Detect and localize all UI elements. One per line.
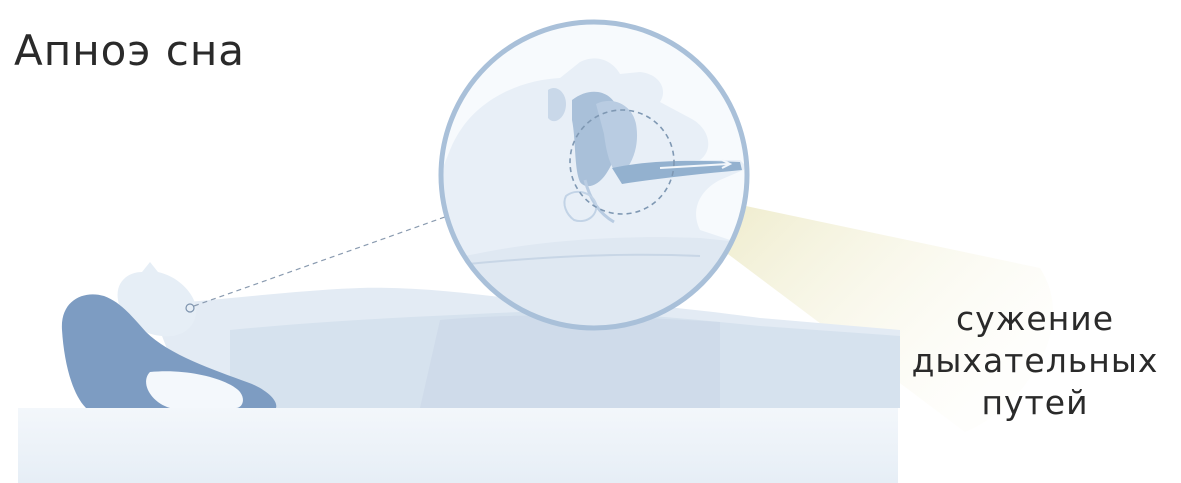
caption-line: дыхательных [905, 340, 1165, 382]
mattress [18, 408, 898, 483]
caption-line: сужение [905, 298, 1165, 340]
caption-line: путей [905, 382, 1165, 424]
magnifier-lens [430, 22, 760, 340]
airway-narrowing-caption: сужение дыхательных путей [905, 298, 1165, 424]
page-title: Апноэ сна [14, 26, 245, 75]
